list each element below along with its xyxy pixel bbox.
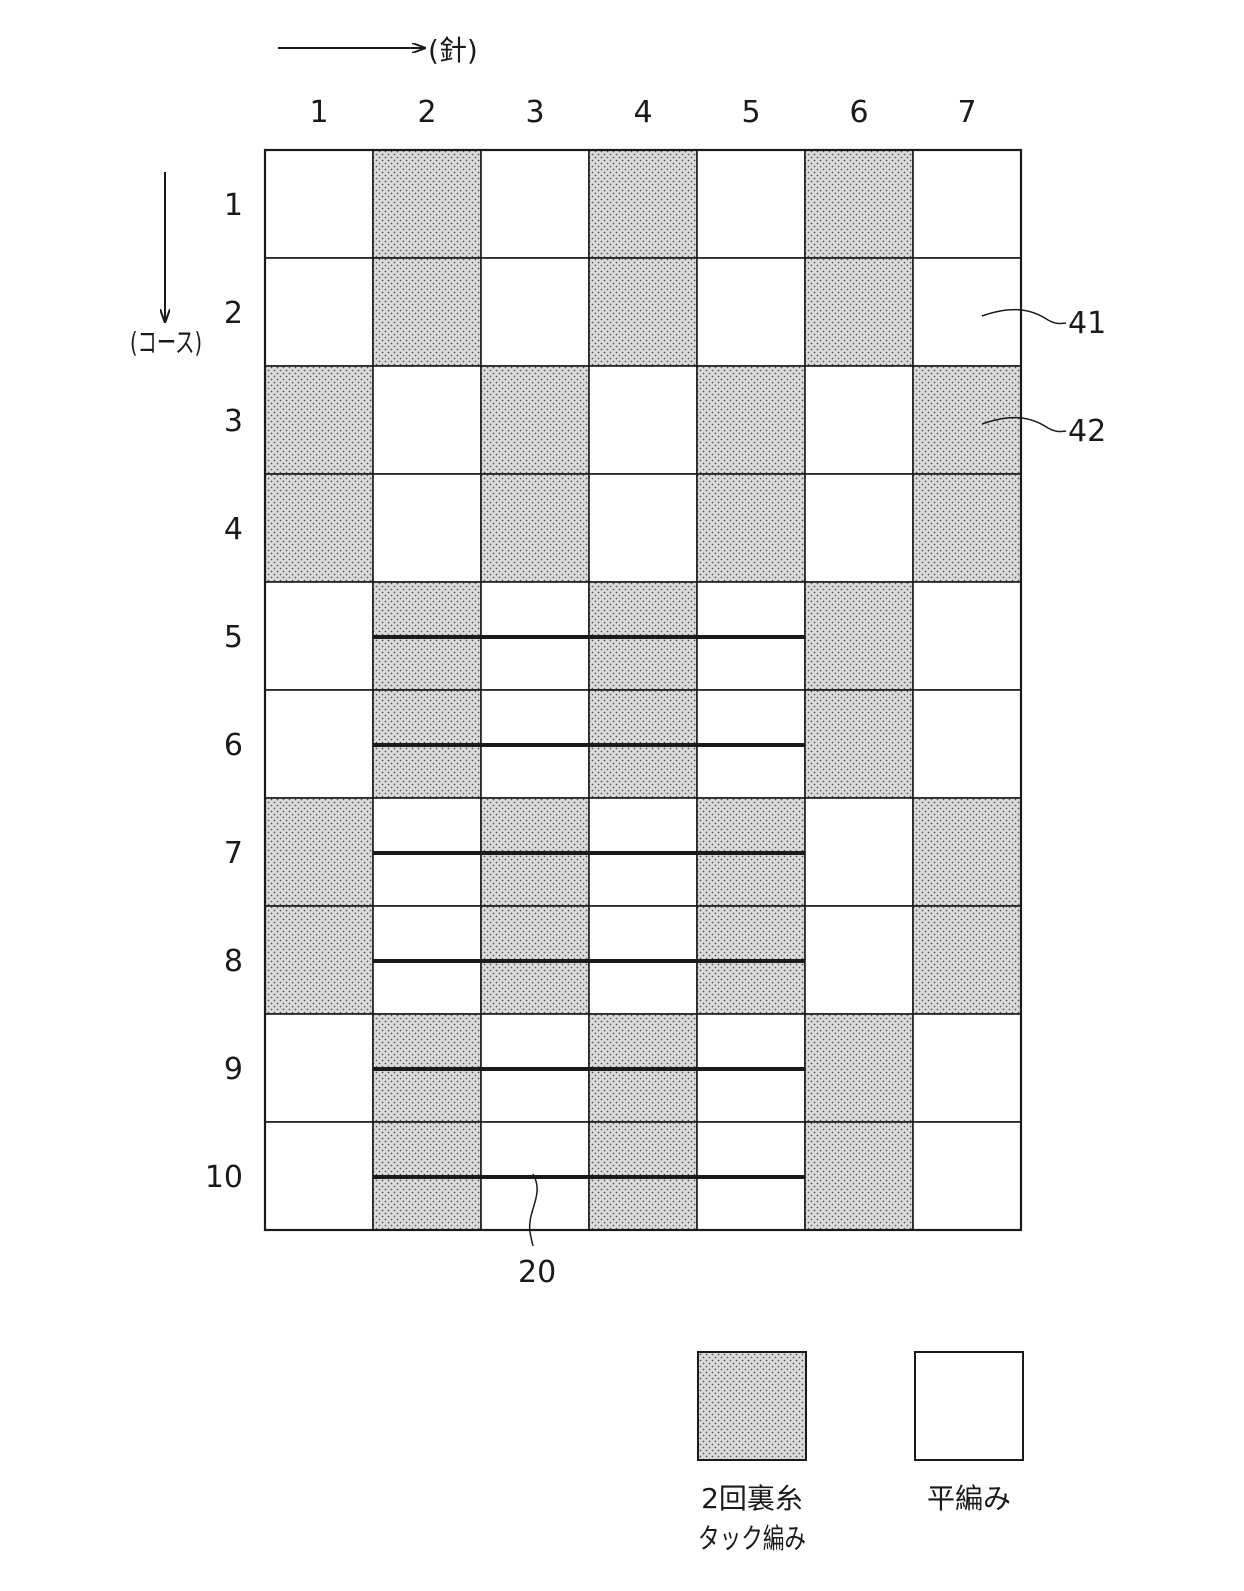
column-header: 7	[957, 95, 976, 130]
row-header: 6	[224, 728, 243, 763]
tuck-stitch-cell	[913, 366, 1021, 474]
plain-stitch-cell	[913, 690, 1021, 798]
legend-tuck-label-line1: 2回裏糸	[701, 1482, 803, 1515]
column-header: 6	[849, 95, 868, 130]
row-header: 4	[224, 512, 243, 547]
tuck-stitch-cell	[805, 1122, 913, 1230]
plain-stitch-cell	[265, 1014, 373, 1122]
plain-stitch-cell	[805, 366, 913, 474]
legend-plain-swatch	[915, 1352, 1023, 1460]
legend-tuck-label-line2: タック編み	[698, 1522, 806, 1555]
plain-stitch-cell	[265, 258, 373, 366]
plain-stitch-cell	[697, 150, 805, 258]
needle-axis-label: (針)	[428, 34, 478, 67]
plain-stitch-cell	[265, 582, 373, 690]
column-header: 3	[525, 95, 544, 130]
tuck-stitch-cell	[265, 798, 373, 906]
tuck-stitch-cell	[373, 150, 481, 258]
tuck-stitch-cell	[265, 906, 373, 1014]
legend-plain-label: 平編み	[927, 1482, 1011, 1515]
column-header: 5	[741, 95, 760, 130]
tuck-stitch-cell	[805, 150, 913, 258]
plain-stitch-cell	[805, 906, 913, 1014]
plain-stitch-cell	[265, 690, 373, 798]
tuck-stitch-cell	[265, 474, 373, 582]
column-header: 2	[417, 95, 436, 130]
column-header: 1	[309, 95, 328, 130]
row-header: 2	[224, 296, 243, 331]
tuck-stitch-cell	[373, 258, 481, 366]
tuck-stitch-cell	[805, 1014, 913, 1122]
plain-stitch-cell	[373, 474, 481, 582]
plain-stitch-cell	[373, 366, 481, 474]
plain-stitch-cell	[913, 582, 1021, 690]
plain-stitch-cell	[265, 150, 373, 258]
row-header: 5	[224, 620, 243, 655]
row-header: 1	[224, 188, 243, 223]
course-axis-label: (コース)	[130, 326, 202, 359]
plain-stitch-cell	[913, 1014, 1021, 1122]
tuck-stitch-cell	[913, 906, 1021, 1014]
plain-stitch-cell	[805, 798, 913, 906]
tuck-stitch-cell	[265, 366, 373, 474]
tuck-stitch-cell	[805, 690, 913, 798]
plain-stitch-cell	[589, 366, 697, 474]
plain-stitch-cell	[913, 150, 1021, 258]
row-header: 8	[224, 944, 243, 979]
tuck-stitch-cell	[589, 150, 697, 258]
tuck-stitch-cell	[481, 366, 589, 474]
plain-stitch-cell	[913, 1122, 1021, 1230]
row-headers: 1 2 3 4 5 6 7 8 9 10	[205, 188, 243, 1195]
tuck-stitch-cell	[805, 258, 913, 366]
plain-stitch-cell	[265, 1122, 373, 1230]
tuck-stitch-cell	[697, 474, 805, 582]
row-header: 3	[224, 404, 243, 439]
tuck-stitch-cell	[913, 474, 1021, 582]
reference-42: 42	[1068, 414, 1106, 449]
plain-stitch-cell	[481, 150, 589, 258]
row-header: 9	[224, 1052, 243, 1087]
reference-41: 41	[1068, 306, 1106, 341]
reference-20: 20	[518, 1255, 556, 1290]
row-header: 7	[224, 836, 243, 871]
legend-tuck-swatch	[698, 1352, 806, 1460]
tuck-stitch-cell	[805, 582, 913, 690]
row-header: 10	[205, 1160, 243, 1195]
plain-stitch-cell	[805, 474, 913, 582]
column-headers: 1 2 3 4 5 6 7	[309, 95, 976, 130]
plain-stitch-cell	[481, 258, 589, 366]
plain-stitch-cell	[913, 258, 1021, 366]
plain-stitch-cell	[589, 474, 697, 582]
tuck-stitch-cell	[589, 258, 697, 366]
plain-stitch-cell	[697, 258, 805, 366]
column-header: 4	[633, 95, 652, 130]
tuck-stitch-cell	[697, 366, 805, 474]
tuck-stitch-cell	[913, 798, 1021, 906]
tuck-stitch-cell	[481, 474, 589, 582]
